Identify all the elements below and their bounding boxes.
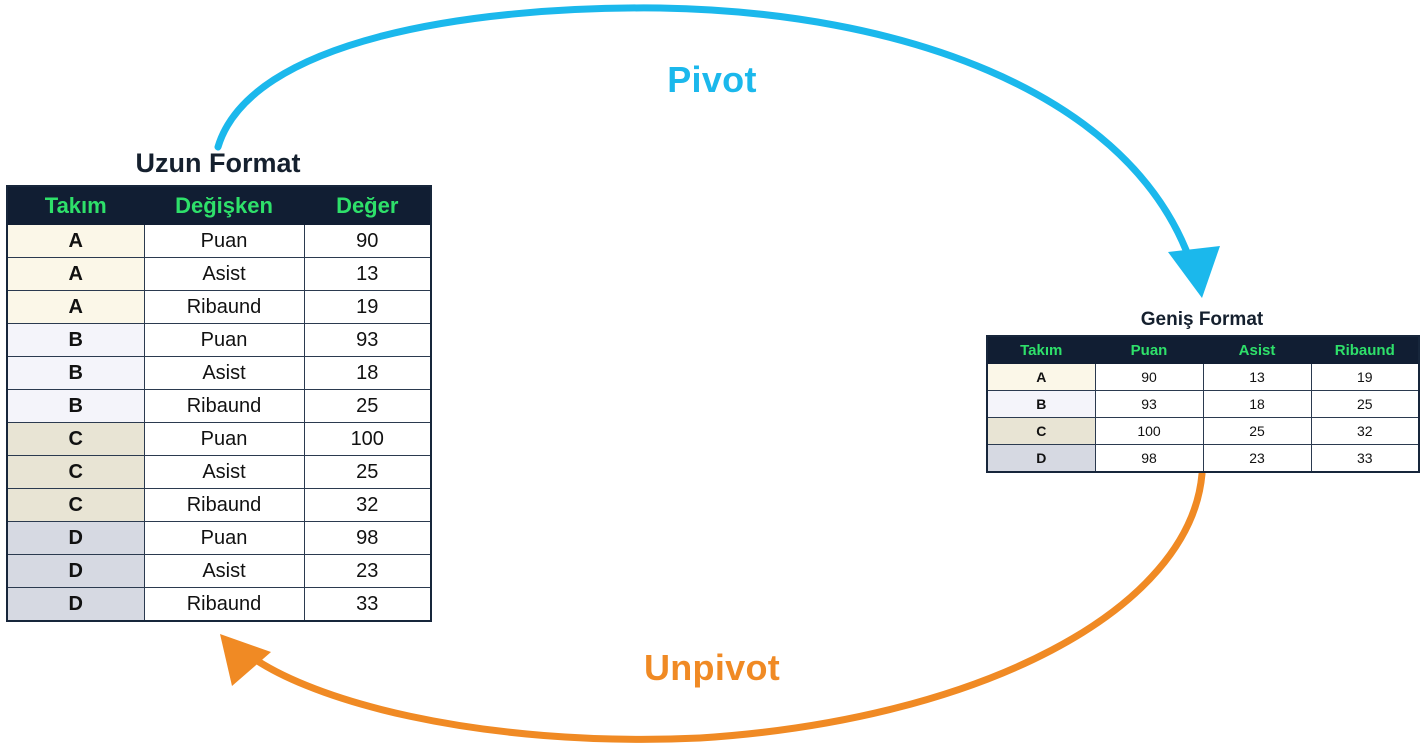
long-cell-value: 23 bbox=[303, 554, 432, 588]
wide-cell-asist: 13 bbox=[1202, 363, 1312, 391]
long-cell-team: B bbox=[6, 389, 145, 423]
wide-cell-team: D bbox=[986, 444, 1096, 473]
long-col-header-deger: Değer bbox=[303, 185, 432, 225]
long-cell-variable: Ribaund bbox=[143, 587, 305, 622]
wide-cell-asist: 23 bbox=[1202, 444, 1312, 473]
wide-cell-ribaund: 32 bbox=[1310, 417, 1420, 445]
wide-format-header-row: Takım Puan Asist Ribaund bbox=[986, 335, 1420, 364]
long-cell-value: 90 bbox=[303, 224, 432, 258]
long-cell-variable: Asist bbox=[143, 554, 305, 588]
long-cell-variable: Asist bbox=[143, 257, 305, 291]
long-cell-team: A bbox=[6, 257, 145, 291]
long-cell-team: D bbox=[6, 587, 145, 622]
pivot-label: Pivot bbox=[667, 59, 757, 100]
wide-col-header-puan: Puan bbox=[1094, 335, 1204, 364]
long-col-header-takim: Takım bbox=[6, 185, 145, 225]
long-cell-value: 18 bbox=[303, 356, 432, 390]
wide-cell-puan: 100 bbox=[1094, 417, 1204, 445]
long-cell-value: 25 bbox=[303, 389, 432, 423]
wide-cell-puan: 93 bbox=[1094, 390, 1204, 418]
long-cell-variable: Puan bbox=[143, 323, 305, 357]
long-cell-value: 100 bbox=[303, 422, 432, 456]
long-cell-value: 13 bbox=[303, 257, 432, 291]
wide-format-title: Geniş Format bbox=[1140, 309, 1264, 330]
long-cell-team: A bbox=[6, 290, 145, 324]
long-cell-variable: Ribaund bbox=[143, 389, 305, 423]
wide-col-header-ribaund: Ribaund bbox=[1310, 335, 1420, 364]
long-cell-team: C bbox=[6, 455, 145, 489]
long-cell-team: C bbox=[6, 488, 145, 522]
wide-cell-team: C bbox=[986, 417, 1096, 445]
long-cell-team: A bbox=[6, 224, 145, 258]
long-cell-value: 32 bbox=[303, 488, 432, 522]
long-format-header-row: Takım Değişken Değer bbox=[6, 185, 432, 225]
wide-col-header-takim: Takım bbox=[986, 335, 1096, 364]
long-cell-value: 98 bbox=[303, 521, 432, 555]
long-cell-team: B bbox=[6, 323, 145, 357]
long-cell-variable: Ribaund bbox=[143, 290, 305, 324]
long-cell-team: C bbox=[6, 422, 145, 456]
long-cell-variable: Puan bbox=[143, 422, 305, 456]
wide-cell-ribaund: 33 bbox=[1310, 444, 1420, 473]
wide-cell-puan: 98 bbox=[1094, 444, 1204, 473]
wide-cell-asist: 25 bbox=[1202, 417, 1312, 445]
wide-cell-team: A bbox=[986, 363, 1096, 391]
long-cell-variable: Puan bbox=[143, 521, 305, 555]
long-cell-variable: Puan bbox=[143, 224, 305, 258]
long-cell-variable: Asist bbox=[143, 455, 305, 489]
long-cell-value: 93 bbox=[303, 323, 432, 357]
long-cell-team: D bbox=[6, 554, 145, 588]
wide-cell-ribaund: 19 bbox=[1310, 363, 1420, 391]
wide-cell-asist: 18 bbox=[1202, 390, 1312, 418]
unpivot-label: Unpivot bbox=[643, 647, 781, 688]
long-format-title: Uzun Format bbox=[135, 148, 301, 178]
long-cell-value: 25 bbox=[303, 455, 432, 489]
wide-cell-ribaund: 25 bbox=[1310, 390, 1420, 418]
long-cell-team: D bbox=[6, 521, 145, 555]
pivot-arrow-head bbox=[1168, 246, 1220, 298]
long-cell-value: 19 bbox=[303, 290, 432, 324]
long-cell-value: 33 bbox=[303, 587, 432, 622]
wide-cell-puan: 90 bbox=[1094, 363, 1204, 391]
wide-cell-team: B bbox=[986, 390, 1096, 418]
long-cell-team: B bbox=[6, 356, 145, 390]
long-col-header-degisken: Değişken bbox=[143, 185, 305, 225]
long-cell-variable: Asist bbox=[143, 356, 305, 390]
long-cell-variable: Ribaund bbox=[143, 488, 305, 522]
wide-col-header-asist: Asist bbox=[1202, 335, 1312, 364]
